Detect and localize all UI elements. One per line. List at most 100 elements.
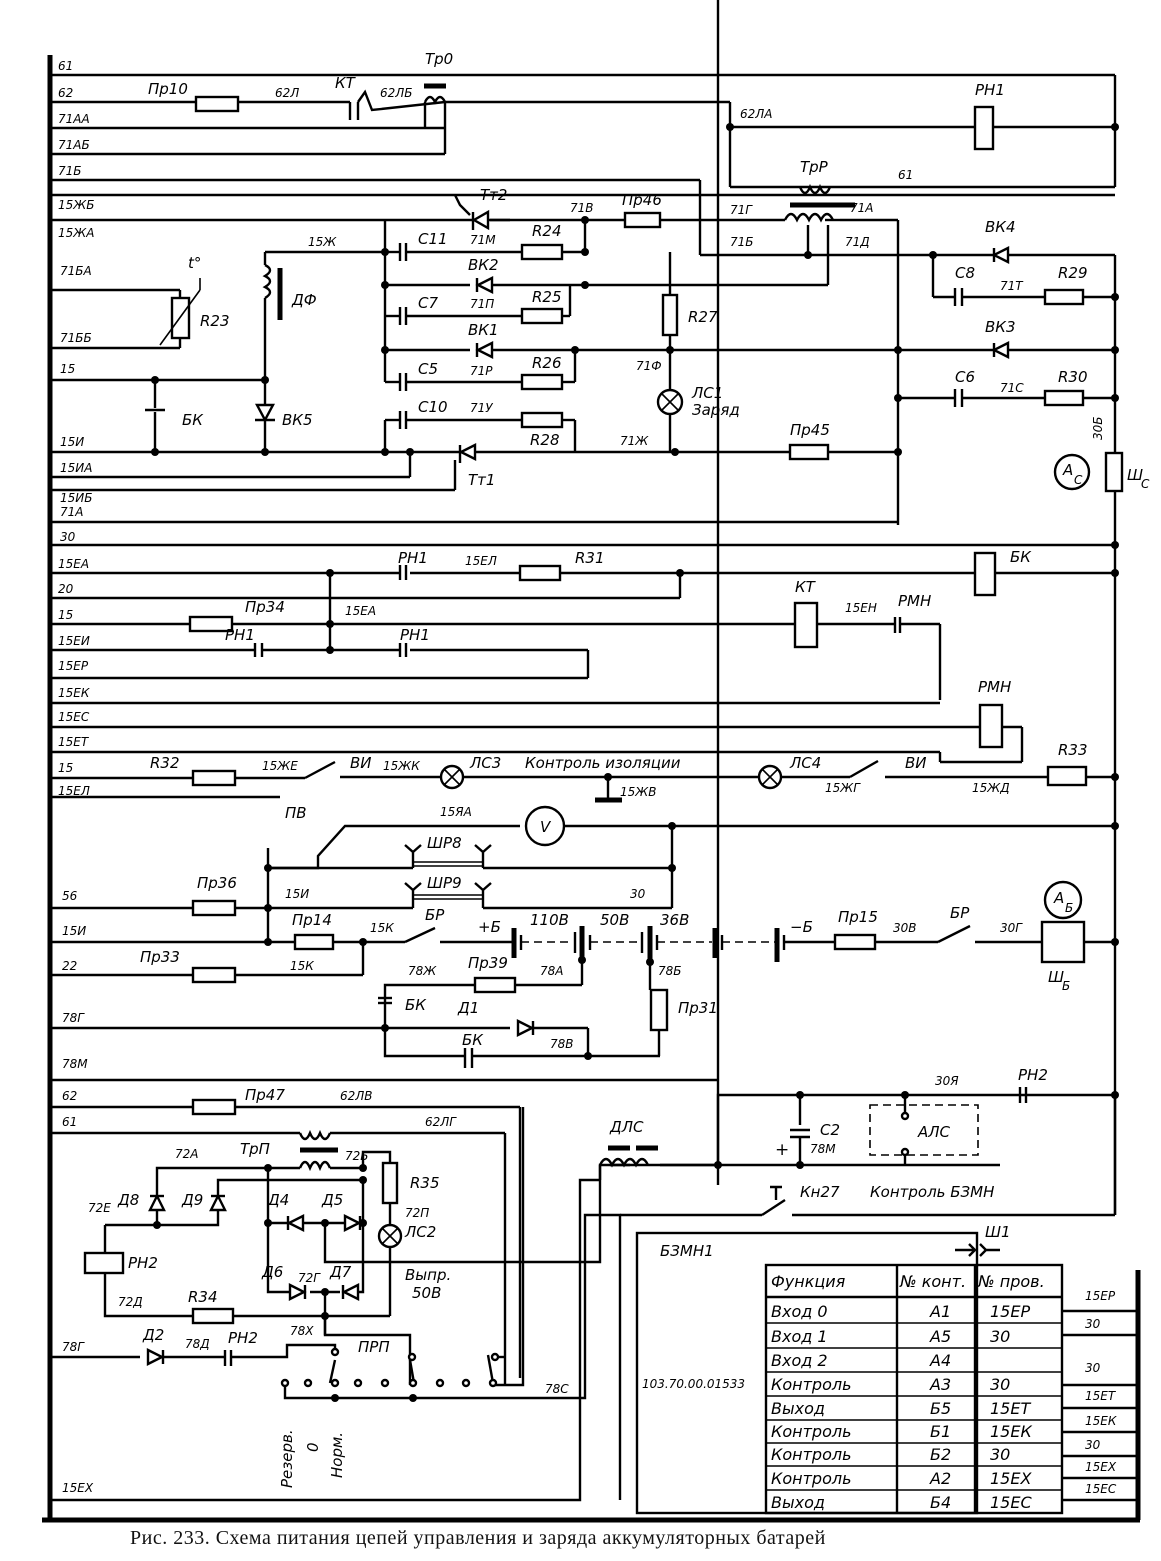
table-cell-contact: Б4 — [930, 1493, 951, 1512]
svg-text:ЛС1: ЛС1 — [691, 384, 723, 402]
svg-text:15ЖД: 15ЖД — [972, 781, 1010, 795]
table-cell-function: Контроль — [771, 1375, 852, 1394]
svg-text:Пр33: Пр33 — [140, 948, 180, 966]
table-cell-wire: 15ЕК — [990, 1422, 1032, 1441]
svg-text:R24: R24 — [532, 222, 562, 240]
vk4-diode — [991, 246, 1010, 264]
shr8-right — [474, 844, 492, 868]
table-cell-wire: 15ЕХ — [990, 1469, 1032, 1488]
dls-choke — [598, 1157, 650, 1168]
svg-text:15И: 15И — [62, 924, 86, 938]
svg-text:30Г: 30Г — [1000, 921, 1023, 935]
svg-text:Тт1: Тт1 — [468, 471, 495, 489]
table-cell-contact: А3 — [929, 1375, 951, 1394]
svg-text:15Ж: 15Ж — [308, 235, 337, 249]
svg-text:С10: С10 — [418, 398, 448, 416]
svg-text:Д2: Д2 — [142, 1326, 164, 1344]
svg-text:72Д: 72Д — [118, 1295, 143, 1309]
svg-text:С2: С2 — [820, 1121, 840, 1139]
svg-text:Тт2: Тт2 — [480, 186, 507, 204]
svg-text:Заряд: Заряд — [692, 401, 740, 419]
table-cell-contact: Б2 — [930, 1445, 951, 1464]
battery-section-labels: ПВ 15ЯА V ШР8 ШР9 Пр36 15И 30 Пр14 15К Б… — [140, 804, 1073, 1051]
svg-text:110В: 110В — [530, 911, 569, 929]
bus-labels-middle: 15ЕА 20 15 15ЕИ 15ЕР 15ЕК 15ЕС 15ЕТ 15 1… — [58, 557, 90, 798]
svg-text:С6: С6 — [955, 368, 975, 386]
svg-text:R34: R34 — [188, 1288, 218, 1306]
svg-text:Д5: Д5 — [321, 1191, 343, 1209]
svg-text:103.70.00.01533: 103.70.00.01533 — [642, 1377, 745, 1391]
svg-text:А: А — [1062, 461, 1073, 479]
svg-text:15ИА: 15ИА — [60, 461, 92, 475]
svg-text:15ЯА: 15ЯА — [440, 805, 472, 819]
r30-resistor — [1043, 389, 1085, 407]
svg-text:R28: R28 — [530, 431, 560, 449]
svg-text:62Л: 62Л — [275, 86, 299, 100]
svg-text:71Ф: 71Ф — [636, 359, 662, 373]
svg-text:78Г: 78Г — [62, 1011, 85, 1025]
svg-text:БР: БР — [950, 904, 970, 922]
shunt-sc — [1104, 451, 1124, 493]
svg-text:61: 61 — [898, 168, 913, 182]
svg-text:РМН: РМН — [898, 592, 931, 610]
svg-text:71Б: 71Б — [730, 235, 754, 249]
svg-text:Пр46: Пр46 — [622, 191, 662, 209]
figure-caption: Рис. 233. Схема питания цепей управления… — [130, 1527, 826, 1549]
trp-primary — [298, 1129, 332, 1141]
svg-text:15ЖБ: 15ЖБ — [58, 198, 94, 212]
svg-text:78С: 78С — [545, 1382, 569, 1396]
table-cell-function: Контроль — [771, 1445, 852, 1464]
svg-text:ПВ: ПВ — [285, 804, 307, 822]
svg-text:ЛС4: ЛС4 — [789, 754, 821, 772]
d6-diode — [288, 1283, 307, 1301]
svg-text:15ЕС: 15ЕС — [58, 710, 90, 724]
fuse-pr31 — [649, 988, 669, 1032]
svg-text:−Б: −Б — [790, 918, 813, 936]
svg-text:Д1: Д1 — [457, 999, 479, 1017]
middle-bus-lines — [50, 551, 1115, 803]
svg-text:15ЕА: 15ЕА — [345, 604, 376, 618]
svg-text:71В: 71В — [570, 201, 594, 215]
svg-text:78Х: 78Х — [290, 1324, 314, 1338]
svg-text:15: 15 — [58, 761, 73, 775]
svg-text:78Д: 78Д — [185, 1337, 210, 1351]
svg-text:Д4: Д4 — [267, 1191, 289, 1209]
prp-switch-contacts — [280, 1347, 500, 1388]
table-cell-wire: 30 — [990, 1375, 1010, 1394]
svg-text:РМН: РМН — [978, 678, 1011, 696]
table-cell-function: Вход 1 — [771, 1327, 828, 1346]
svg-text:С11: С11 — [418, 230, 448, 248]
als-contact-2 — [900, 1147, 910, 1157]
r29-resistor — [1043, 288, 1085, 306]
svg-text:15ЕР: 15ЕР — [58, 659, 89, 673]
svg-text:С: С — [1141, 477, 1150, 491]
svg-text:71М: 71М — [470, 233, 496, 247]
df-choke — [262, 263, 272, 300]
svg-text:Д9: Д9 — [181, 1191, 203, 1209]
svg-text:R33: R33 — [1058, 741, 1088, 759]
svg-text:АЛС: АЛС — [917, 1123, 951, 1141]
svg-text:72Б: 72Б — [345, 1149, 369, 1163]
svg-text:78М: 78М — [62, 1057, 88, 1071]
d4-diode — [286, 1214, 305, 1232]
svg-text:ДЛС: ДЛС — [609, 1118, 644, 1136]
svg-text:ВК3: ВК3 — [985, 318, 1015, 336]
svg-text:20: 20 — [58, 582, 74, 596]
svg-text:С8: С8 — [955, 264, 975, 282]
tt2-gate — [453, 194, 471, 216]
svg-text:15ЕТ: 15ЕТ — [58, 735, 90, 749]
table-cell-function: Вход 0 — [771, 1302, 828, 1321]
svg-text:72А: 72А — [175, 1147, 198, 1161]
svg-text:Кн27: Кн27 — [800, 1183, 840, 1201]
svg-text:15ЕЛ: 15ЕЛ — [465, 554, 497, 568]
svg-text:30: 30 — [60, 530, 76, 544]
tt2-thyristor — [471, 209, 490, 231]
svg-text:78В: 78В — [550, 1037, 574, 1051]
r34-resistor — [191, 1307, 235, 1325]
svg-text:+Б: +Б — [478, 918, 501, 936]
svg-text:71Ж: 71Ж — [620, 434, 649, 448]
side-wire-label: 30 — [1085, 1317, 1101, 1331]
svg-text:15: 15 — [58, 608, 73, 622]
